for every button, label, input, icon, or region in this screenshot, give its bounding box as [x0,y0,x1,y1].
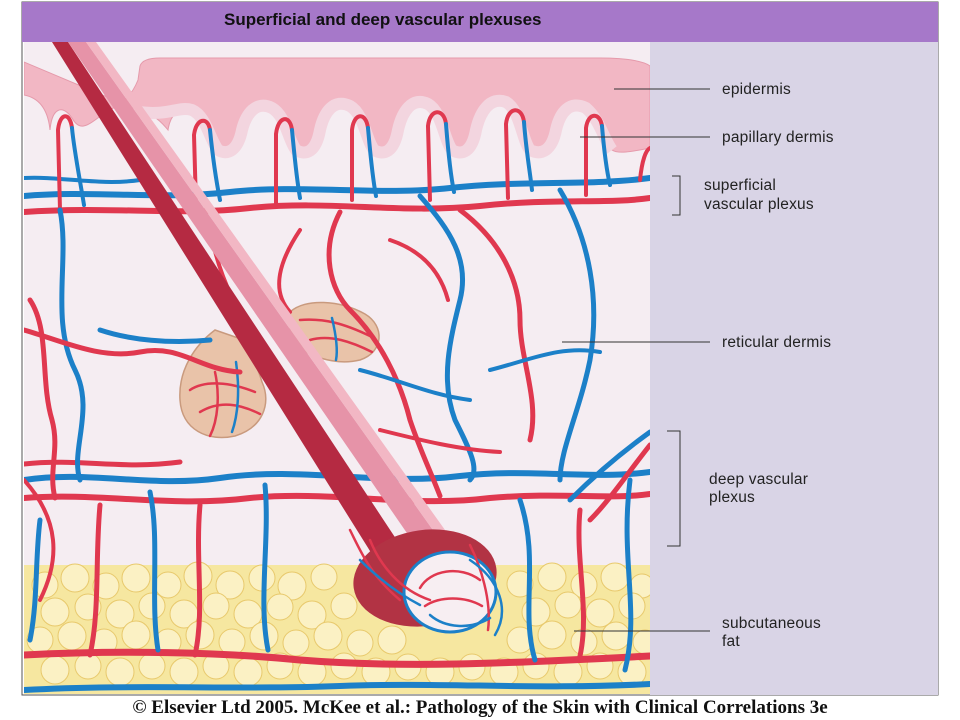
label-superficial-plexus-line1: superficial [704,177,776,194]
diagram-title: Superficial and deep vascular plexuses [224,10,541,29]
copyright-footer: © Elsevier Ltd 2005. McKee et al.: Patho… [132,697,828,718]
annotations: epidermis papillary dermis superficial v… [562,81,834,650]
label-papillary-dermis: papillary dermis [722,129,834,146]
label-superficial-plexus-line2: vascular plexus [704,196,814,213]
label-deep-plexus-line1: deep vascular [709,471,808,488]
label-deep-plexus-line2: plexus [709,489,755,506]
subcutaneous-fat-region [24,561,650,694]
lower-vessels [24,477,650,693]
skin-illustration [24,42,650,694]
hair-follicle [52,42,504,637]
label-epidermis: epidermis [722,81,791,98]
reticular-vessels [24,187,602,602]
dermal-papilla [402,550,498,634]
papillary-dermis-region [137,94,617,159]
capillary-loops [56,108,650,212]
label-panel [650,42,938,695]
label-subcutaneous-line1: subcutaneous [722,615,821,632]
label-reticular-dermis: reticular dermis [722,334,831,351]
label-subcutaneous-line2: fat [722,633,740,650]
title-bar [22,2,938,42]
